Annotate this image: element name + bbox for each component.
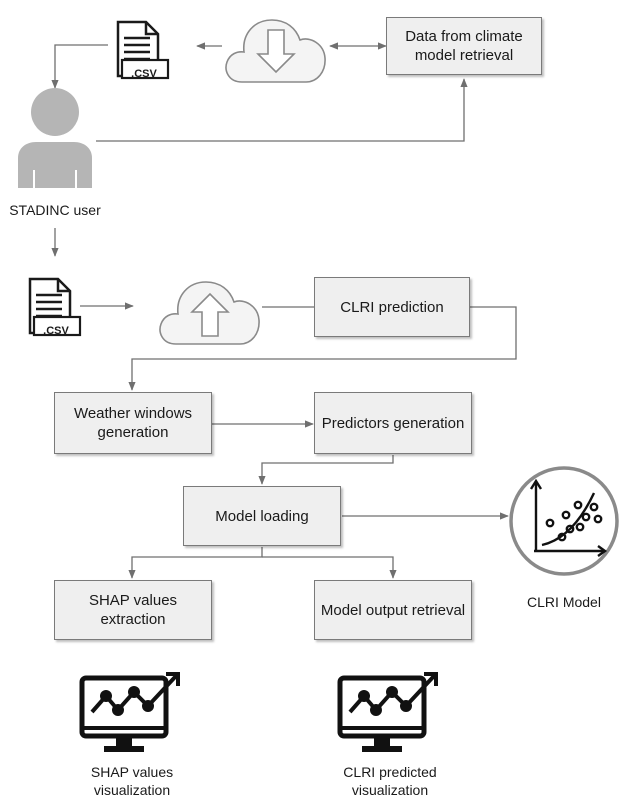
monitor-chart-icon	[79, 672, 180, 752]
cloud-upload-icon	[159, 281, 260, 345]
arrow-clri-prediction-to-weather	[128, 306, 517, 391]
cloud-download-icon	[225, 19, 326, 83]
user-icon	[18, 88, 92, 188]
clri-prediction-box: CLRI prediction	[314, 277, 470, 337]
model-loading-box: Model loading	[183, 486, 341, 546]
monitor-chart-icon	[337, 672, 438, 752]
weather-windows-box: Weather windows generation	[54, 392, 212, 454]
csv-file-label: .CSV	[43, 325, 69, 337]
csv-file-label: .CSV	[131, 68, 157, 80]
data-retrieval-box: Data from climate model retrieval	[386, 17, 542, 75]
clri-visualization-label: CLRI predicted visualization	[343, 764, 437, 798]
model-output-box: Model output retrieval	[314, 580, 472, 640]
scatter-chart-icon	[509, 466, 619, 576]
user-label: STADINC user	[9, 202, 101, 218]
document-csv-icon	[116, 20, 170, 80]
shap-visualization-label: SHAP values visualization	[90, 764, 174, 798]
arrow-predictors-to-model-loading	[258, 455, 394, 485]
document-csv-icon	[28, 277, 82, 337]
arrow-user-to-data-retrieval	[96, 78, 468, 142]
arrow-model-loading-to-output	[262, 556, 397, 579]
arrow-csv-to-user	[51, 44, 108, 89]
arrow-model-loading-to-shap	[128, 547, 263, 579]
clri-model-label: CLRI Model	[527, 594, 601, 610]
shap-extraction-box: SHAP values extraction	[54, 580, 212, 640]
predictors-box: Predictors generation	[314, 392, 472, 454]
